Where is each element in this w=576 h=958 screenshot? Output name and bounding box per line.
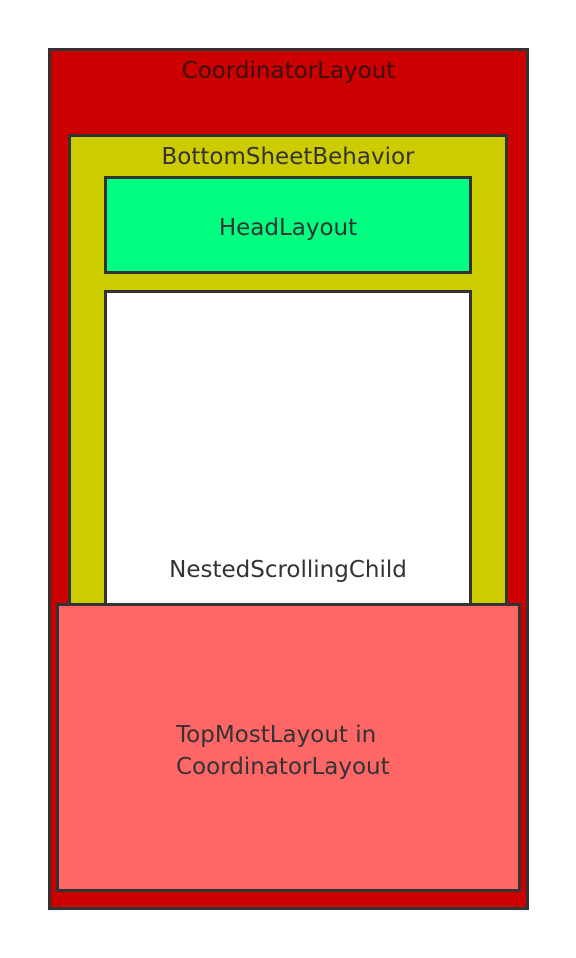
head-layout-label: HeadLayout: [218, 215, 358, 241]
nested-scrolling-child-box: NestedScrollingChild: [104, 290, 472, 630]
bottom-sheet-behavior-label: BottomSheetBehavior: [161, 144, 415, 170]
head-layout-box: HeadLayout: [104, 176, 472, 274]
topmost-layout-box: TopMostLayout in CoordinatorLayout: [56, 603, 521, 892]
nested-scrolling-child-label: NestedScrollingChild: [169, 557, 407, 583]
coordinator-layout-label: CoordinatorLayout: [181, 58, 396, 84]
topmost-layout-label: TopMostLayout in CoordinatorLayout: [176, 722, 390, 780]
